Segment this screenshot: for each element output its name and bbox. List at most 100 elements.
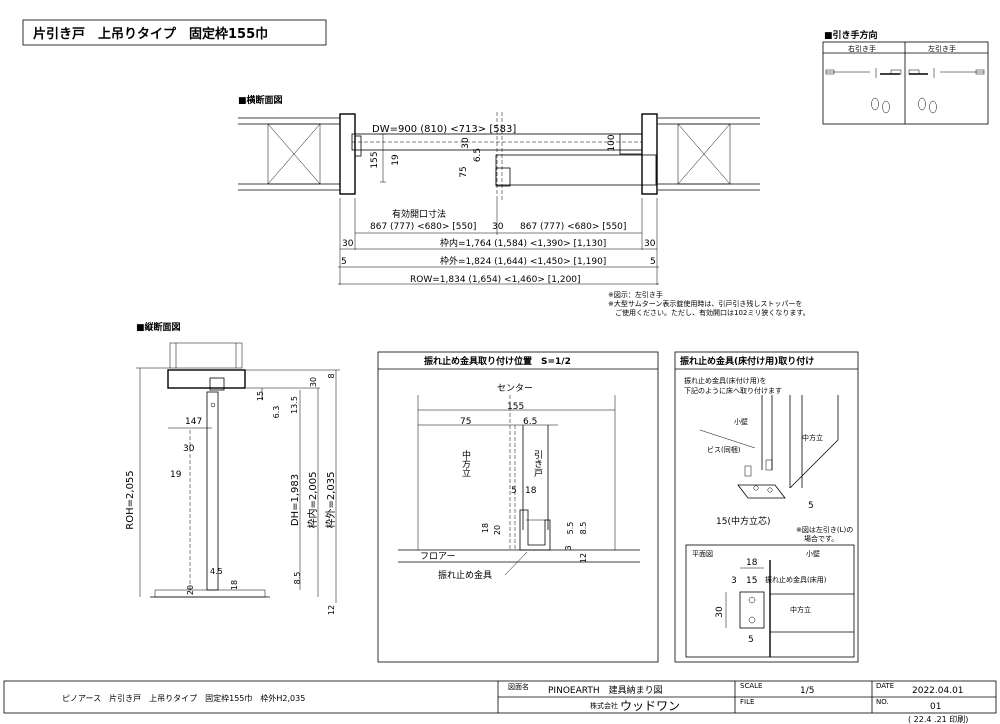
frame-outer-height: 枠外=2,035 [324,471,337,528]
dim-5-left: 5 [341,257,347,267]
dim-30-right: 30 [644,239,656,249]
plan-dim-18: 18 [746,558,758,568]
detail-fitting-position: 振れ止め金具取り付け位置 S=1/2 センター 155 75 6.5 中方立 引… [377,351,659,663]
vertical-section-heading: ■縦断面図 [136,321,181,333]
note-left-pull-1: ※図は左引き(L)の [796,525,853,534]
dim-18b: 18 [481,523,490,533]
note-line-3: ご使用ください。ただし、有効開口は102ミリ狭くなります。 [608,308,810,317]
dim-15: 15 [256,391,265,401]
dim-30-left: 30 [342,239,354,249]
no-label: NO. [876,698,889,706]
right-pull-label: 右引き手 [848,44,876,53]
dim-18: 18 [525,486,537,496]
detail-mid-heading: 振れ止め金具取り付け位置 S=1/2 [424,355,571,367]
dim-75: 75 [459,166,469,177]
note-left-pull-2: 場合です。 [804,534,838,543]
frame-inner-height: 枠内=2,005 [306,471,319,528]
dim-100: 100 [607,134,617,151]
dim-5: 5 [511,486,517,496]
effective-opening-label: 有効開口寸法 [392,208,446,220]
dw-dimension: DW=900 (810) <713> [583] [372,124,516,135]
plan-dim-3: 3 [731,576,737,586]
door-label: 引き戸 [532,450,543,478]
dim-4-5: 4.5 [210,567,223,576]
left-pull-label: 左引き手 [928,44,956,53]
vertical-section: ■縦断面図 ROH=2,055 147 30 19 15 6.3 13.5 30… [125,321,340,615]
plan-dim-15: 15 [746,576,757,586]
dim-30-mid: 30 [492,222,504,232]
title-block: ピノアース 片引き戸 上吊りタイプ 固定枠155巾 枠外H2,035 図面名 P… [3,680,997,724]
note-line-2: ※大型サムターン表示錠使用時は、引戸引き残しストッパーを [608,299,802,308]
dim-5-5: 5.5 [566,522,575,535]
dim-3: 3 [564,545,573,550]
plan-dim-5: 5 [748,635,754,645]
effective-opening-left: 867 (777) <680> [550] [370,222,476,232]
note-line-1: ※図示：左引き手 [608,290,663,299]
detail-floor-fitting: 振れ止め金具(床付け用)取り付け 振れ止め金具(床付け用)を 下記のように床へ取… [674,351,859,663]
date-label: DATE [876,682,894,690]
dim-155: 155 [507,402,524,412]
dim-12: 12 [579,553,588,563]
detail-right-desc-1: 振れ止め金具(床付け用)を [684,376,766,385]
row-dimension: ROW=1,834 (1,654) <1,460> [1,200] [410,275,581,285]
dim-147: 147 [185,417,202,427]
dim-18: 18 [230,580,239,590]
center-label: センター [497,383,533,394]
dh-dimension: DH=1,983 [290,474,301,526]
fitting-floor-label: 振れ止め金具(床用) [765,575,827,584]
no-value: 01 [930,702,941,712]
roh-dimension: ROH=2,055 [125,470,136,529]
floor-label: フロアー [420,552,455,562]
plan-middle-post-label: 中方立 [790,605,811,614]
effective-opening-right: 867 (777) <680> [550] [520,222,626,232]
dim-6-3: 6.3 [272,406,281,419]
scale-value: 1/5 [800,686,814,696]
pull-direction-panel: ■引き手方向 右引き手 左引き手 [822,29,989,125]
frame-outer-width: 枠外=1,824 (1,644) <1,450> [1,190] [440,255,606,267]
dim-6-5: 6.5 [523,417,537,427]
dim-20: 20 [186,585,195,595]
drawing-title: 片引き戸 上吊りタイプ 固定枠155巾 [33,26,268,42]
dim-30: 30 [183,444,195,454]
dim-5-right: 5 [808,501,814,511]
dim-5-right: 5 [650,257,656,267]
company-name: ウッドワン [620,699,680,713]
company-label: 株式会社 [590,701,618,710]
dim-30: 30 [461,137,471,149]
screw-label: ビス(同梱) [707,445,741,454]
small-wall-label: 小壁 [734,417,748,426]
dim-8-5: 8.5 [579,522,588,535]
title-box: 片引き戸 上吊りタイプ 固定枠155巾 [22,19,327,46]
dim-19: 19 [170,470,182,480]
horizontal-section-heading: ■横断面図 [238,94,283,106]
frame-inner-width: 枠内=1,764 (1,584) <1,390> [1,130] [440,237,606,249]
middle-post-label-right: 中方立 [802,433,823,442]
print-date: ( 22.4 .21 印刷) [908,715,968,724]
fitting-label: 振れ止め金具 [438,569,492,581]
detail-right-desc-2: 下記のように床へ取り付けます [684,386,782,395]
middle-post-label: 中方立 [460,449,471,477]
plan-label: 平面図 [692,550,713,558]
pull-direction-heading: ■引き手方向 [824,29,878,41]
dim-75: 75 [460,417,471,427]
horizontal-section: ■横断面図 155 19 [238,94,760,285]
dim-6-5: 6.5 [473,148,483,162]
notes: ※図示：左引き手 ※大型サムターン表示錠使用時は、引戸引き残しストッパーを ご使… [608,290,810,317]
file-label: FILE [740,698,754,706]
dim-12: 12 [327,605,336,615]
dim-13-5: 13.5 [290,396,299,414]
dim-8-5: 8.5 [293,572,302,585]
plan-dim-30: 30 [715,606,725,618]
drawing-name: PINOEARTH 建具納まり図 [548,684,663,696]
dim-8: 8 [327,373,336,378]
drawing-name-label: 図面名 [508,682,529,691]
dim-15-center: 15(中方立芯) [716,515,770,527]
detail-right-heading: 振れ止め金具(床付け用)取り付け [680,355,814,367]
product-description: ピノアース 片引き戸 上吊りタイプ 固定枠155巾 枠外H2,035 [62,693,305,703]
date-value: 2022.04.01 [912,686,964,696]
scale-label: SCALE [740,682,762,690]
dim-20: 20 [493,525,502,535]
dim-155: 155 [370,151,380,168]
plan-small-wall-label: 小壁 [806,549,820,558]
